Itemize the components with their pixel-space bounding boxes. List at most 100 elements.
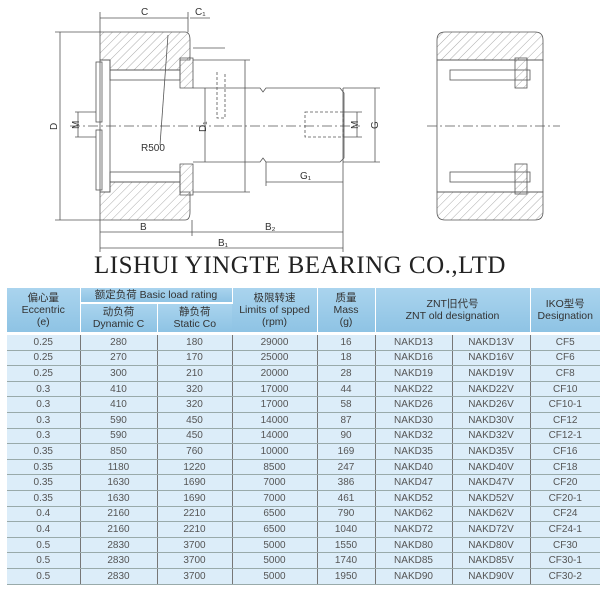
cell-znt-old: NAKD19	[375, 365, 453, 382]
cell-mass: 44	[317, 381, 376, 398]
cell-znt-old: NAKD52	[375, 490, 453, 507]
cell-znt-old-v: NAKD52V	[452, 490, 531, 507]
cell-dynamic: 1630	[80, 490, 158, 507]
cell-iko: CF10	[530, 381, 600, 398]
label-b: B	[140, 222, 147, 233]
cell-mass: 1740	[317, 552, 376, 569]
cell-mass: 28	[317, 365, 376, 382]
cell-mass: 58	[317, 396, 376, 413]
cell-iko: CF12-1	[530, 428, 600, 445]
cell-dynamic: 590	[80, 428, 158, 445]
cell-znt-old-v: NAKD35V	[452, 443, 531, 460]
cell-mass: 90	[317, 428, 376, 445]
cell-dynamic: 1180	[80, 459, 158, 476]
cell-static: 320	[157, 396, 233, 413]
cell-eccentric: 0.35	[7, 490, 81, 507]
cell-static: 210	[157, 365, 233, 382]
cell-mass: 18	[317, 350, 376, 367]
cell-znt-old: NAKD85	[375, 552, 453, 569]
cell-eccentric: 0.35	[7, 443, 81, 460]
cell-znt-old-v: NAKD22V	[452, 381, 531, 398]
cell-speed: 5000	[232, 568, 318, 585]
cell-znt-old: NAKD22	[375, 381, 453, 398]
cell-iko: CF8	[530, 365, 600, 382]
cell-iko: CF6	[530, 350, 600, 367]
cell-znt-old: NAKD40	[375, 459, 453, 476]
cell-speed: 14000	[232, 412, 318, 429]
cell-dynamic: 2160	[80, 506, 158, 523]
cell-znt-old-v: NAKD30V	[452, 412, 531, 429]
cell-speed: 25000	[232, 350, 318, 367]
cell-iko: CF30-2	[530, 568, 600, 585]
cell-znt-old: NAKD30	[375, 412, 453, 429]
cell-znt-old-v: NAKD32V	[452, 428, 531, 445]
cell-eccentric: 0.4	[7, 521, 81, 538]
cell-eccentric: 0.3	[7, 412, 81, 429]
cell-eccentric: 0.35	[7, 474, 81, 491]
header-load-rating: 额定负荷 Basic load rating	[80, 288, 233, 303]
cell-dynamic: 2830	[80, 537, 158, 554]
cell-eccentric: 0.25	[7, 350, 81, 367]
cell-dynamic: 410	[80, 396, 158, 413]
cell-mass: 16	[317, 332, 376, 351]
cell-mass: 1950	[317, 568, 376, 585]
cell-znt-old: NAKD62	[375, 506, 453, 523]
cell-znt-old: NAKD26	[375, 396, 453, 413]
cell-znt-old-v: NAKD72V	[452, 521, 531, 538]
cell-static: 320	[157, 381, 233, 398]
label-c1: C₁	[195, 7, 206, 18]
cell-dynamic: 270	[80, 350, 158, 367]
cell-iko: CF10-1	[530, 396, 600, 413]
cell-dynamic: 410	[80, 381, 158, 398]
cell-eccentric: 0.5	[7, 552, 81, 569]
cell-static: 450	[157, 428, 233, 445]
cell-speed: 14000	[232, 428, 318, 445]
label-c: C	[141, 7, 148, 18]
cell-eccentric: 0.3	[7, 396, 81, 413]
cell-dynamic: 590	[80, 412, 158, 429]
cell-iko: CF24-1	[530, 521, 600, 538]
cell-static: 3700	[157, 537, 233, 554]
cell-eccentric: 0.35	[7, 459, 81, 476]
cell-znt-old-v: NAKD90V	[452, 568, 531, 585]
cell-speed: 17000	[232, 396, 318, 413]
cell-speed: 29000	[232, 332, 318, 351]
cell-iko: CF16	[530, 443, 600, 460]
cell-static: 450	[157, 412, 233, 429]
cell-iko: CF20	[530, 474, 600, 491]
cell-speed: 8500	[232, 459, 318, 476]
cell-eccentric: 0.5	[7, 568, 81, 585]
dimension-labels: C C₁ D M R500 D₁ M G G₁ B B₂ B₁	[49, 7, 381, 249]
cell-iko: CF5	[530, 332, 600, 351]
cell-static: 1690	[157, 490, 233, 507]
cell-speed: 10000	[232, 443, 318, 460]
label-d: D	[49, 123, 60, 130]
label-g: G	[370, 121, 381, 129]
cell-znt-old: NAKD90	[375, 568, 453, 585]
cell-dynamic: 2830	[80, 568, 158, 585]
cell-znt-old: NAKD16	[375, 350, 453, 367]
cell-mass: 1550	[317, 537, 376, 554]
cell-mass: 87	[317, 412, 376, 429]
label-m-thread: M	[350, 121, 361, 129]
cell-mass: 386	[317, 474, 376, 491]
cell-speed: 7000	[232, 474, 318, 491]
cell-znt-old-v: NAKD62V	[452, 506, 531, 523]
cell-iko: CF20-1	[530, 490, 600, 507]
cell-mass: 1040	[317, 521, 376, 538]
cell-znt-old-v: NAKD13V	[452, 332, 531, 351]
cell-dynamic: 2160	[80, 521, 158, 538]
